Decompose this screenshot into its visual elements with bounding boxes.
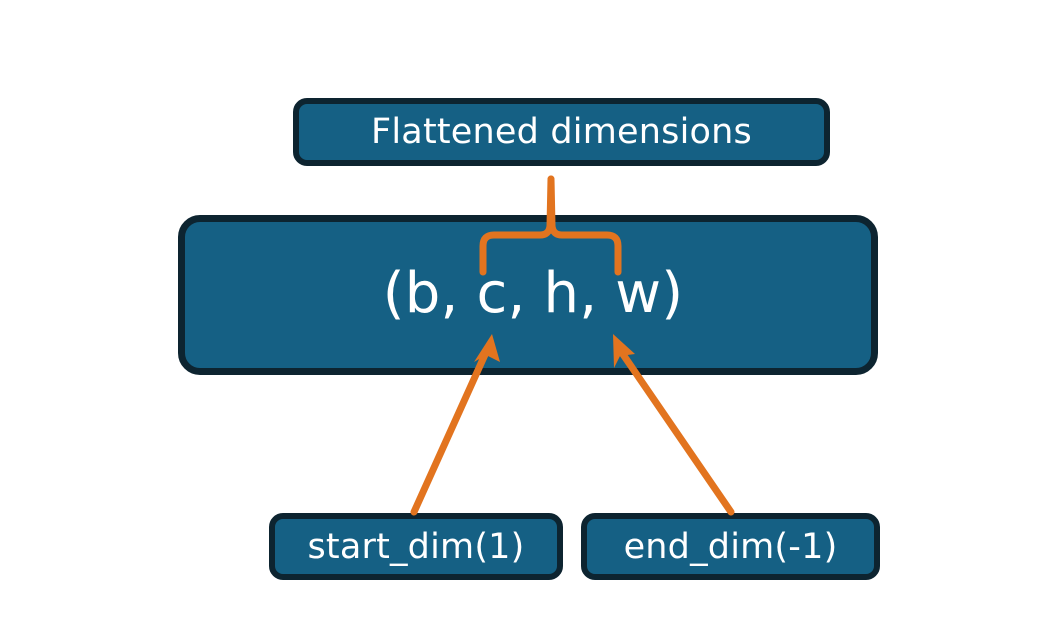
node-end-dim[interactable]: end_dim(-1) bbox=[581, 513, 880, 580]
node-tensor-shape-tuple-label: (b, c, h, w) bbox=[382, 261, 684, 326]
node-flattened-dimensions-label: Flattened dimensions bbox=[371, 112, 752, 152]
node-flattened-dimensions[interactable]: Flattened dimensions bbox=[293, 98, 830, 166]
node-start-dim-label: start_dim(1) bbox=[307, 526, 525, 567]
node-end-dim-label: end_dim(-1) bbox=[623, 526, 838, 567]
node-tensor-shape-tuple[interactable]: (b, c, h, w) bbox=[178, 215, 878, 375]
node-start-dim[interactable]: start_dim(1) bbox=[269, 513, 563, 580]
